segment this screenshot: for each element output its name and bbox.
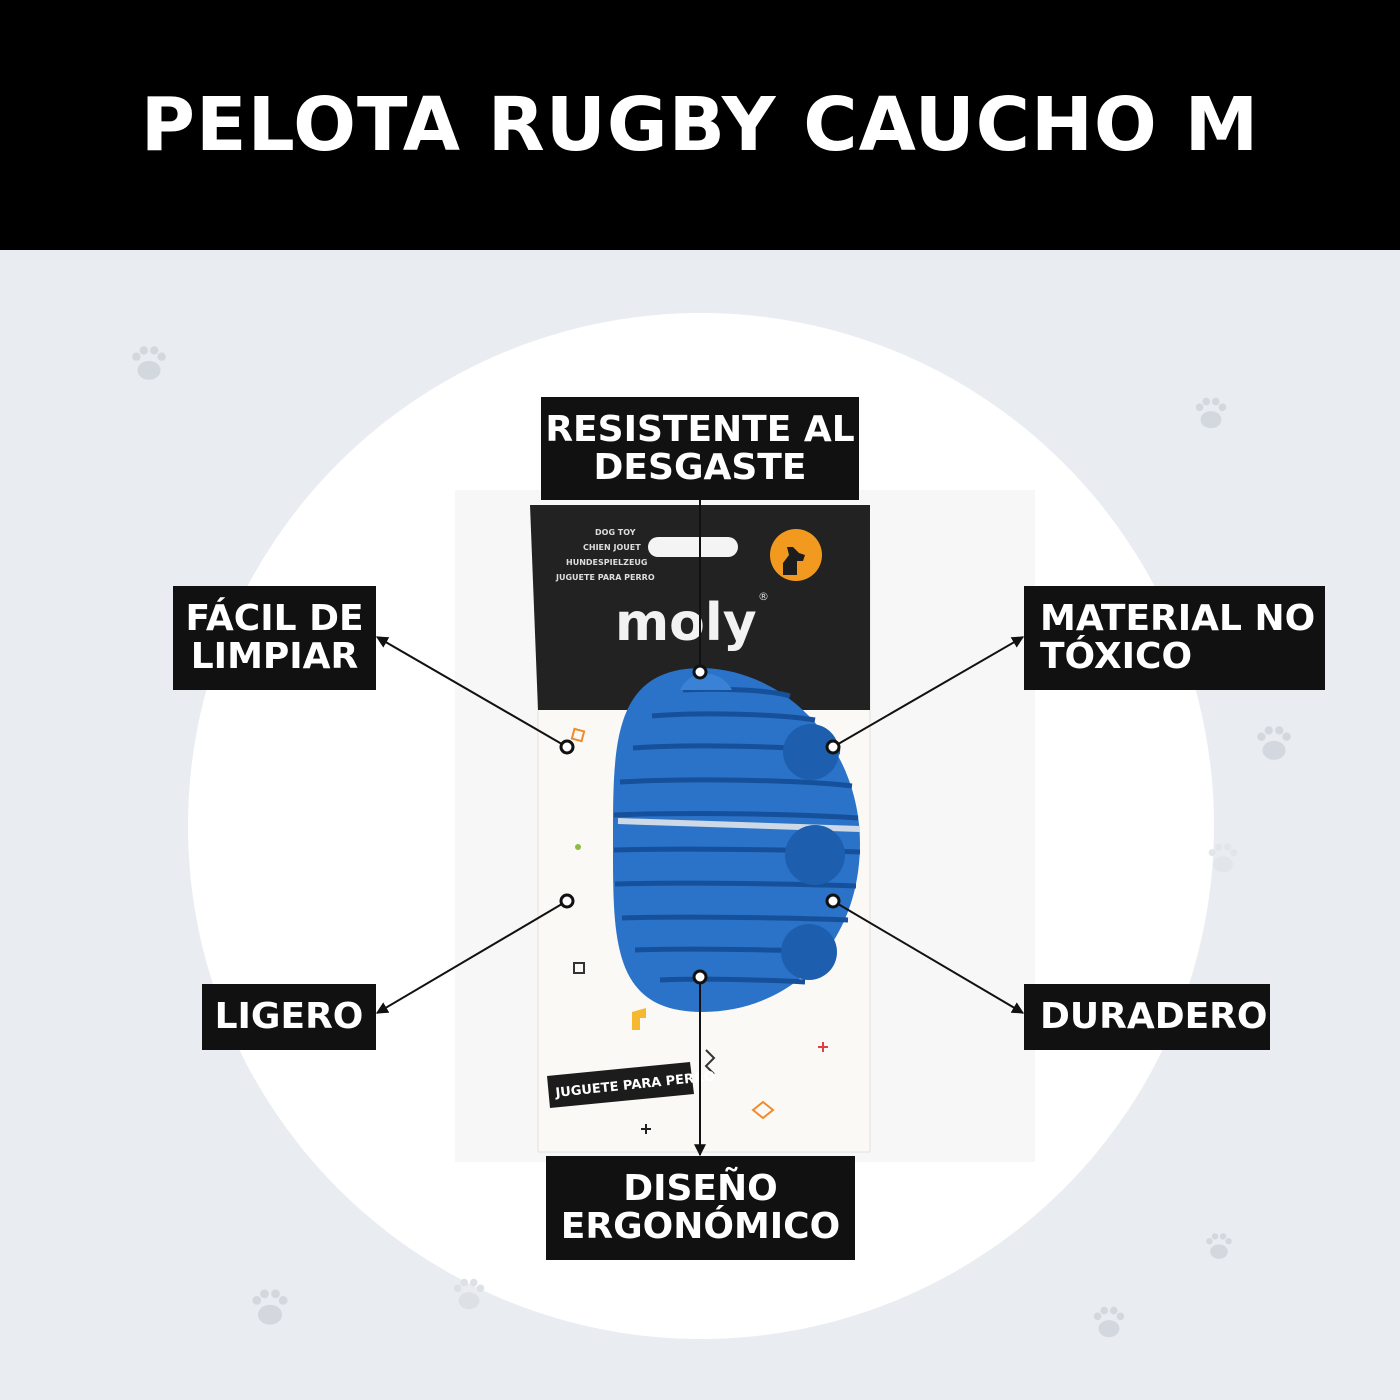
package-lang-2: HUNDESPIELZEUG <box>566 558 647 567</box>
paw-print-icon <box>1208 843 1238 873</box>
package-lang-1: CHIEN JOUET <box>583 543 641 552</box>
marker-material <box>825 739 841 755</box>
brand-logo: moly <box>615 593 757 653</box>
page-title: PELOTA RUGBY CAUCHO M <box>140 82 1260 168</box>
label-duradero: DURADERO <box>1024 984 1270 1050</box>
hang-hole <box>648 537 738 557</box>
label-ligero: LIGERO <box>202 984 376 1050</box>
label-diseno-ergonomico: DISEÑO ERGONÓMICO <box>546 1156 855 1260</box>
line-duradero <box>832 900 1025 1014</box>
paw-print-icon <box>1093 1306 1125 1338</box>
marker-diseno <box>692 969 708 985</box>
line-facil <box>375 636 568 748</box>
paw-print-icon <box>132 346 166 380</box>
rugby-ball <box>612 668 861 1012</box>
line-material <box>832 636 1025 748</box>
marker-resistente <box>692 664 708 680</box>
label-facil-de-limpiar: FÁCIL DE LIMPIAR <box>173 586 376 690</box>
paw-print-icon <box>1206 1233 1232 1259</box>
paw-print-icon <box>252 1289 288 1325</box>
package-lang-0: DOG TOY <box>595 528 636 537</box>
title-banner: PELOTA RUGBY CAUCHO M <box>0 0 1400 250</box>
line-ligero <box>375 900 568 1014</box>
paw-print-icon <box>453 1278 485 1310</box>
paw-print-icon <box>1195 397 1227 429</box>
label-material-no-toxico: MATERIAL NO TÓXICO <box>1024 586 1325 690</box>
package-lang-3: JUGUETE PARA PERRO <box>555 573 655 582</box>
marker-facil <box>559 739 575 755</box>
paw-print-icon <box>1257 726 1291 760</box>
marker-ligero <box>559 893 575 909</box>
label-resistente-al-desgaste: RESISTENTE AL DESGASTE <box>541 397 859 500</box>
marker-duradero <box>825 893 841 909</box>
registered-mark: ® <box>758 590 769 603</box>
